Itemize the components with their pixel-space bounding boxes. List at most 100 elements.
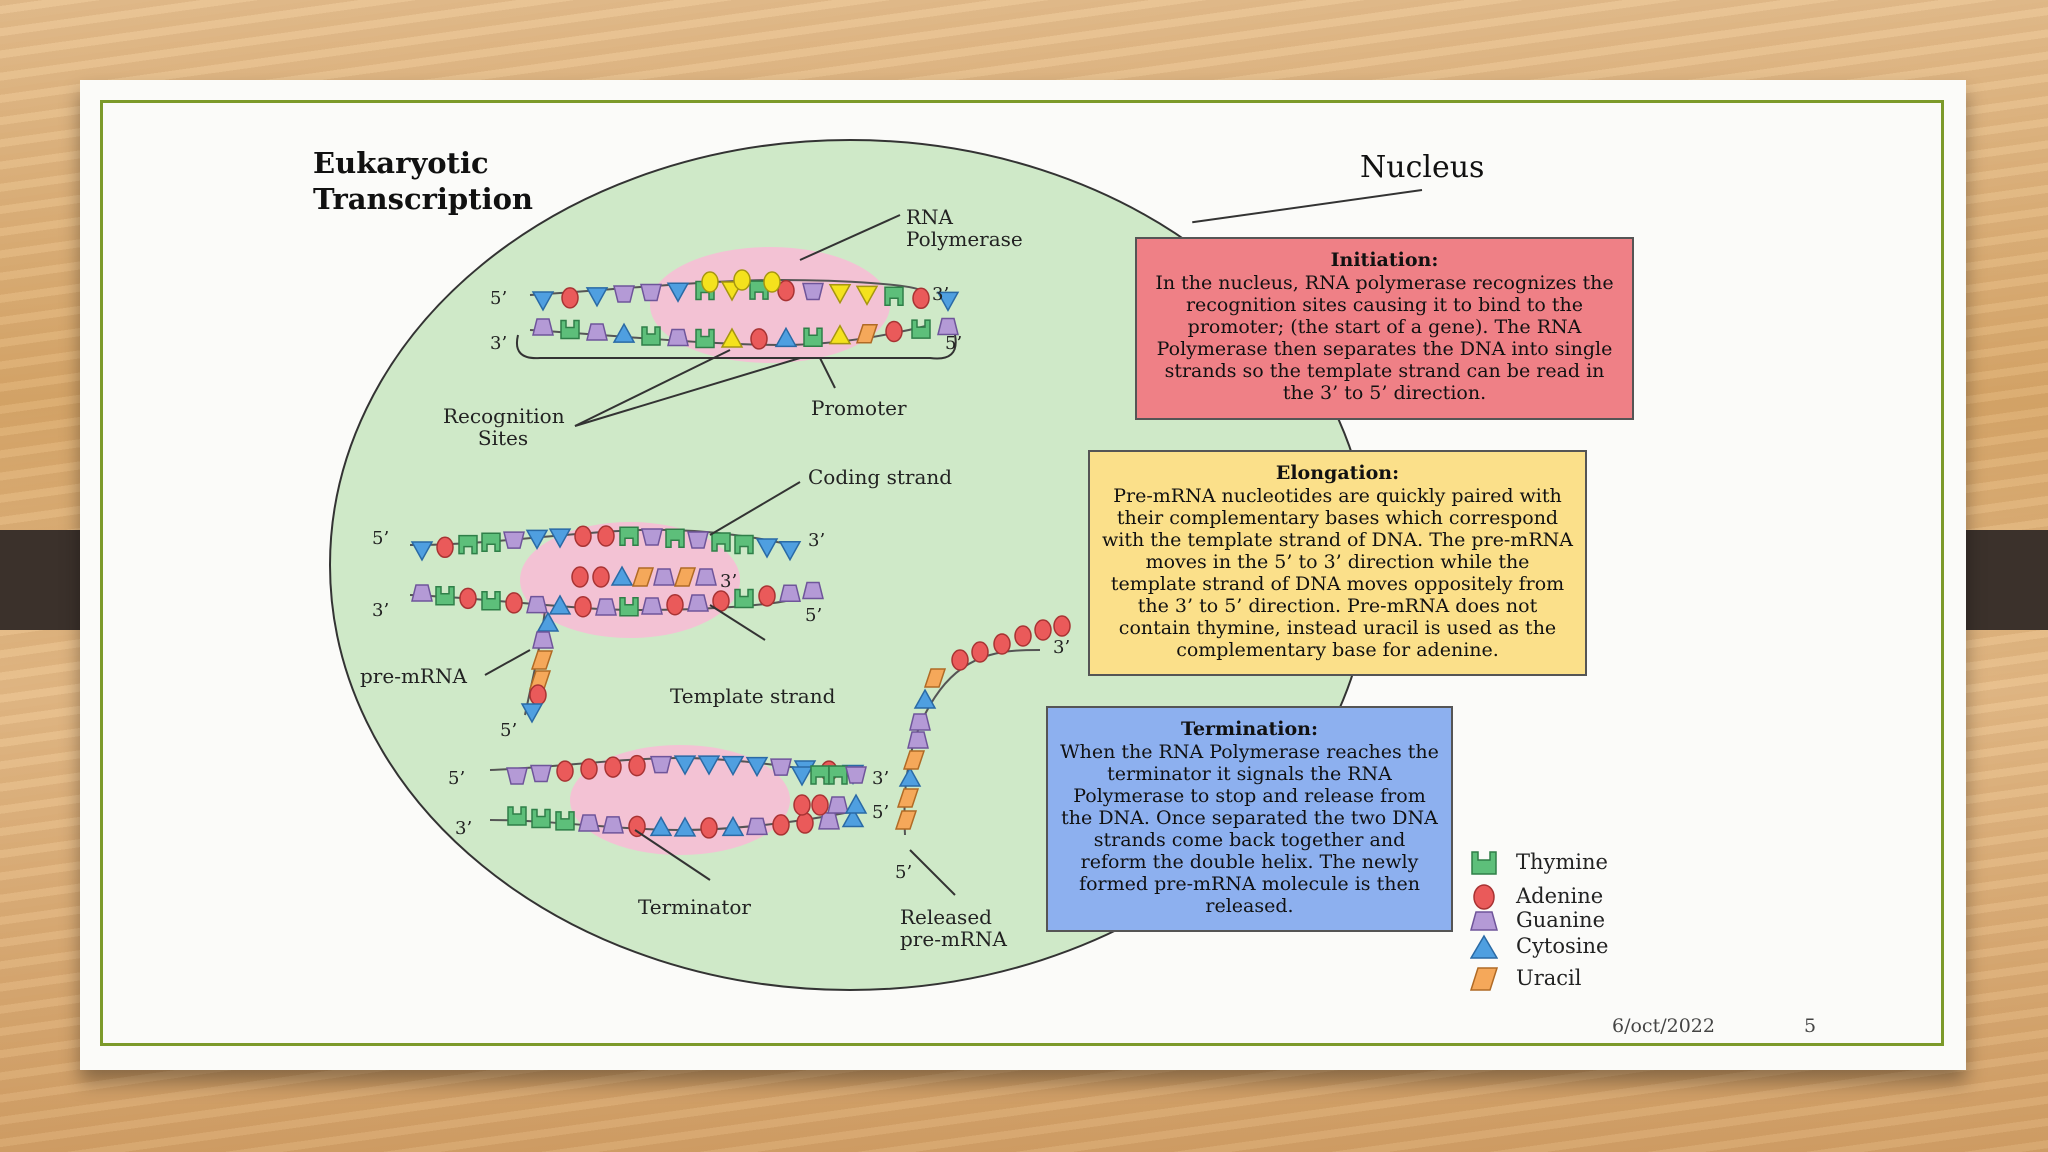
figure-title: Eukaryotic Transcription	[313, 145, 533, 217]
nucleotide-19	[612, 322, 636, 343]
nucleotide-59	[574, 595, 592, 618]
released-pre-mrna-label: Released pre-mRNA	[900, 906, 1007, 950]
template-strand-label: Template strand	[670, 684, 836, 708]
nucleotide-89	[650, 755, 672, 774]
nucleotide-38	[481, 532, 501, 553]
nucleotide-112	[841, 806, 865, 828]
nucleotide-120	[844, 793, 868, 814]
end-marker-5p-2a: 5’	[372, 528, 390, 549]
nucleotide-127	[913, 688, 937, 709]
nucleotide-40	[525, 529, 549, 550]
nucleotide-39	[503, 531, 525, 549]
nucleotide-3	[613, 285, 635, 303]
termination-box: Termination: When the RNA Polymerase rea…	[1046, 706, 1453, 932]
nucleotide-46	[665, 528, 685, 549]
released-line-1: Released	[900, 905, 992, 929]
adenine-swatch-icon	[1473, 884, 1495, 910]
nucleotide-63	[666, 593, 684, 616]
nucleotide-30	[911, 319, 931, 339]
nucleotide-32	[701, 271, 719, 293]
elongation-box: Elongation: Pre-mRNA nucleotides are qui…	[1088, 450, 1587, 676]
nucleotide-13	[884, 286, 904, 306]
footer-date: 6/oct/2022	[1612, 1015, 1715, 1037]
nucleotide-83	[506, 767, 528, 785]
rna-polymerase-label: RNA Polymerase	[906, 206, 1023, 250]
nucleotide-61	[619, 597, 639, 617]
nucleotide-124	[902, 750, 926, 770]
initiation-heading: Initiation:	[1330, 249, 1439, 271]
nucleotide-118	[811, 794, 829, 816]
nucleotide-106	[700, 817, 718, 839]
recognition-line-1: Recognition	[443, 404, 565, 428]
nucleotide-110	[796, 812, 814, 834]
nucleotide-74	[653, 568, 675, 586]
coding-strand-label: Coding strand	[808, 465, 953, 489]
nucleotide-62	[641, 597, 663, 615]
nucleotide-76	[695, 568, 717, 586]
nucleotide-103	[628, 815, 646, 838]
end-marker-5p-1d: 5’	[945, 333, 963, 354]
nucleotide-102	[602, 816, 624, 834]
nucleotide-87	[604, 756, 622, 778]
termination-text: When the RNA Polymerase reaches the term…	[1060, 741, 1439, 917]
nucleotide-92	[721, 755, 745, 777]
nucleotide-55	[481, 590, 501, 611]
nucleotide-58	[548, 594, 572, 615]
end-marker-3p-2e: 3’	[720, 571, 738, 592]
nucleotide-64	[687, 594, 709, 612]
nucleotide-56	[505, 592, 523, 614]
nucleotide-51	[778, 541, 802, 562]
nucleotide-78	[532, 631, 554, 649]
legend-guanine-label: Guanine	[1516, 908, 1606, 932]
nucleotide-37	[458, 534, 478, 555]
end-marker-5p-1a: 5’	[490, 288, 508, 309]
legend-thymine-label: Thymine	[1516, 850, 1608, 874]
thymine-swatch-icon	[1471, 851, 1497, 875]
nucleotide-22	[695, 328, 715, 349]
recognition-bracket	[516, 334, 957, 360]
nucleotide-34	[763, 271, 781, 293]
nucleotide-84	[530, 764, 552, 783]
elongation-heading: Elongation:	[1275, 462, 1400, 484]
nucleotide-94	[770, 758, 792, 776]
nucleotide-130	[971, 641, 989, 663]
slide-number: 5	[1804, 1015, 1817, 1037]
nucleotide-31	[937, 317, 959, 336]
nucleotide-77	[536, 611, 560, 632]
elongation-text: Pre-mRNA nucleotides are quickly paired …	[1102, 485, 1573, 661]
nucleotide-18	[586, 323, 608, 341]
nucleotide-113	[790, 766, 814, 787]
nucleotide-25	[774, 326, 798, 348]
nucleotide-43	[597, 525, 615, 547]
nucleotide-41	[548, 528, 572, 549]
nucleotide-5	[666, 282, 690, 303]
end-marker-5p-3d: 5’	[872, 802, 890, 823]
nucleotide-54	[459, 587, 477, 610]
nucleotide-79	[530, 650, 554, 670]
released-pointer	[909, 849, 956, 896]
nucleotide-100	[555, 811, 575, 831]
nucleotide-121	[894, 810, 918, 830]
nucleotide-27	[828, 324, 852, 345]
nucleotide-88	[628, 754, 646, 777]
end-marker-3p-3b: 3’	[455, 818, 473, 839]
nucleotide-26	[803, 327, 823, 347]
end-marker-5p-2f: 5’	[500, 720, 518, 741]
nucleotide-71	[592, 566, 610, 588]
nucleotide-11	[828, 284, 852, 305]
end-marker-5p-2d: 5’	[805, 605, 823, 626]
end-marker-3p-2b: 3’	[372, 600, 390, 621]
nucleotide-9	[777, 279, 795, 302]
template-strand-pointer	[709, 604, 766, 641]
nucleotide-108	[746, 817, 768, 836]
nucleotide-23	[720, 327, 744, 348]
nucleotide-8	[749, 280, 769, 300]
nucleotide-122	[896, 788, 920, 808]
nucleotide-35	[410, 541, 434, 562]
nucleotide-75	[673, 567, 697, 587]
nucleotide-72	[610, 565, 634, 586]
nucleotide-2	[585, 287, 609, 308]
nucleotide-134	[1053, 615, 1071, 637]
nucleotide-86	[580, 758, 598, 780]
nucleotide-107	[721, 815, 745, 837]
